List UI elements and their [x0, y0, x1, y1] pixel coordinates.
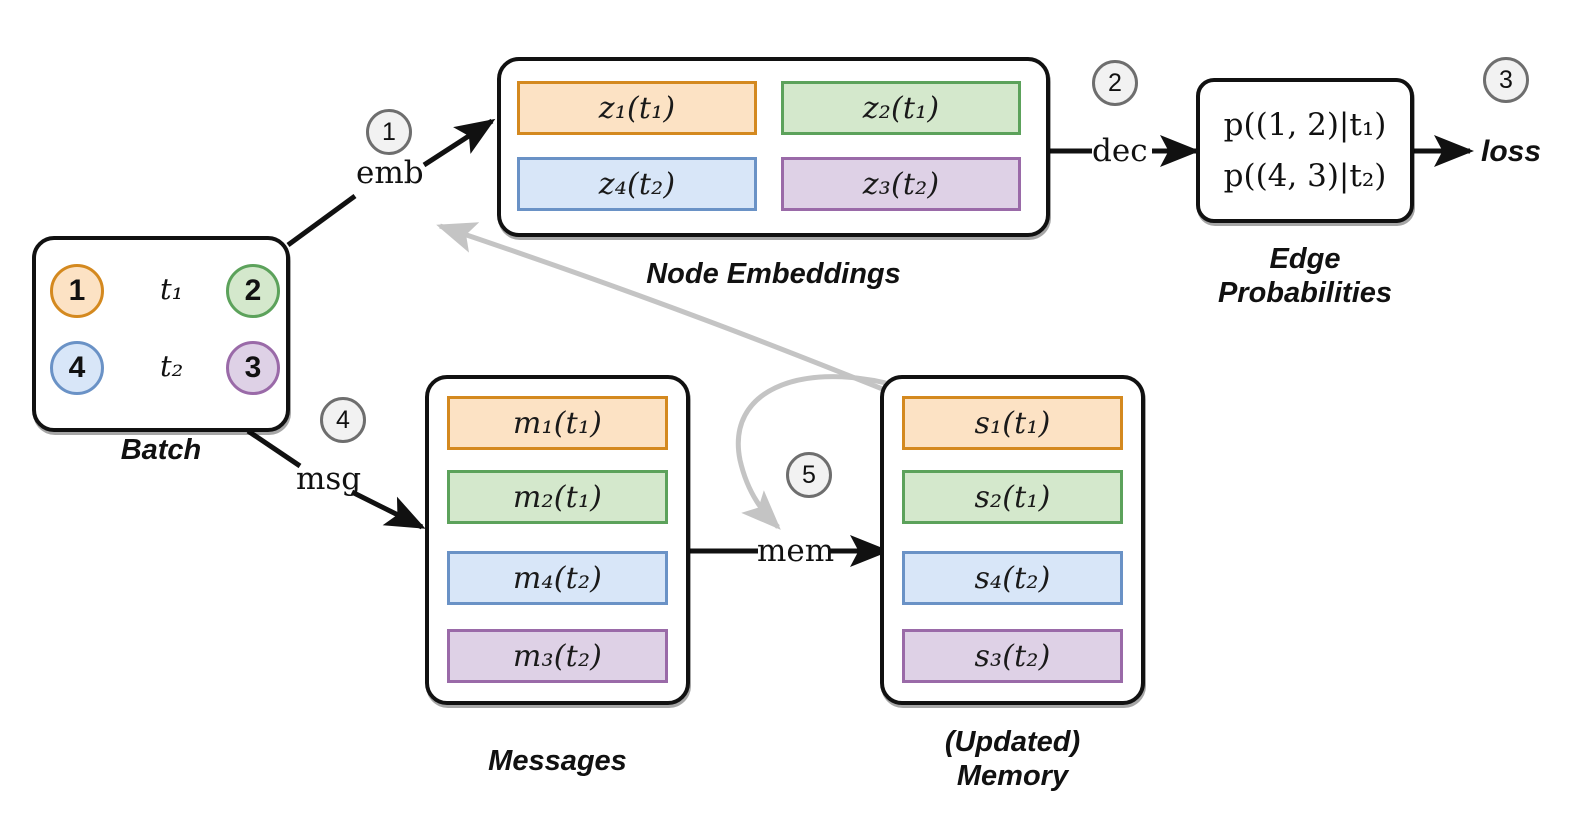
- cell-label: z₃(t₂): [862, 166, 940, 202]
- memory-cell-s3[interactable]: s₃(t₂): [902, 629, 1123, 683]
- batch-node-4[interactable]: 4: [50, 341, 104, 395]
- step-badge-4: 4: [320, 397, 366, 443]
- cell-label: z₄(t₂): [598, 166, 676, 202]
- batch-node-label: 2: [244, 274, 262, 307]
- batch-caption: Batch: [120, 434, 202, 466]
- edge-label-emb: emb: [356, 155, 424, 191]
- message-cell-m4[interactable]: m₄(t₂): [447, 551, 668, 605]
- cell-label: z₂(t₁): [862, 90, 940, 126]
- step-number: 4: [336, 405, 350, 434]
- cell-label: m₁(t₁): [512, 405, 603, 441]
- edge-label-mem: mem: [757, 533, 835, 569]
- step-badge-5: 5: [786, 452, 832, 498]
- memory-caption: (Updated) Memory: [944, 726, 1081, 792]
- batch-node-1[interactable]: 1: [50, 264, 104, 318]
- node-embedding-cell-z1[interactable]: z₁(t₁): [517, 81, 757, 135]
- batch-node-label: 1: [68, 274, 86, 307]
- message-cell-m1[interactable]: m₁(t₁): [447, 396, 668, 450]
- step-number: 1: [382, 117, 396, 146]
- node-embedding-cell-z3[interactable]: z₃(t₂): [781, 157, 1021, 211]
- edge-probability-line: p((1, 2)|t₁): [1223, 107, 1387, 144]
- message-cell-m2[interactable]: m₂(t₁): [447, 470, 668, 524]
- cell-label: m₂(t₁): [512, 479, 603, 515]
- step-badge-3: 3: [1483, 57, 1529, 103]
- cell-label: s₂(t₁): [974, 479, 1051, 515]
- arrow-msg-to-messages: [350, 489, 426, 530]
- edge-probabilities-box: [1196, 78, 1414, 223]
- step-number: 2: [1108, 68, 1122, 97]
- step-number: 5: [802, 460, 816, 489]
- edge-probability-line: p((4, 3)|t₂): [1223, 157, 1387, 194]
- edge-label-loss: loss: [1481, 135, 1542, 168]
- step-badge-1: 1: [366, 109, 412, 155]
- edge-probabilities-values: p((1, 2)|t₁) p((4, 3)|t₂): [1196, 78, 1414, 223]
- memory-cell-s2[interactable]: s₂(t₁): [902, 470, 1123, 524]
- arrow-batch-to-emb: [286, 193, 357, 248]
- batch-node-3[interactable]: 3: [226, 341, 280, 395]
- memory-cell-s4[interactable]: s₄(t₂): [902, 551, 1123, 605]
- cell-label: s₁(t₁): [974, 405, 1051, 441]
- cell-label: z₁(t₁): [598, 90, 676, 126]
- arrow-memory-to-emb-feedback: [436, 222, 891, 395]
- edge-label-msg: msg: [296, 461, 362, 497]
- cell-label: m₄(t₂): [512, 560, 603, 596]
- batch-node-label: 4: [68, 351, 86, 384]
- node-embedding-cell-z4[interactable]: z₄(t₂): [517, 157, 757, 211]
- node-embeddings-caption: Node Embeddings: [646, 258, 901, 290]
- step-badge-2: 2: [1092, 60, 1138, 106]
- arrow-emb-to-embeddings: [422, 118, 496, 168]
- message-cell-m3[interactable]: m₃(t₂): [447, 629, 668, 683]
- step-number: 3: [1499, 65, 1513, 94]
- cell-label: s₃(t₂): [974, 638, 1051, 674]
- cell-label: m₃(t₂): [512, 638, 603, 674]
- batch-node-2[interactable]: 2: [226, 264, 280, 318]
- batch-edge-label-t1: t₁: [160, 272, 184, 306]
- messages-caption: Messages: [488, 745, 627, 777]
- batch-edge-label-t2: t₂: [160, 349, 184, 383]
- cell-label: s₄(t₂): [974, 560, 1051, 596]
- memory-cell-s1[interactable]: s₁(t₁): [902, 396, 1123, 450]
- edge-label-dec: dec: [1092, 133, 1148, 169]
- edge-probabilities-caption: Edge Probabilities: [1217, 243, 1393, 309]
- node-embedding-cell-z2[interactable]: z₂(t₁): [781, 81, 1021, 135]
- batch-node-label: 3: [244, 351, 262, 384]
